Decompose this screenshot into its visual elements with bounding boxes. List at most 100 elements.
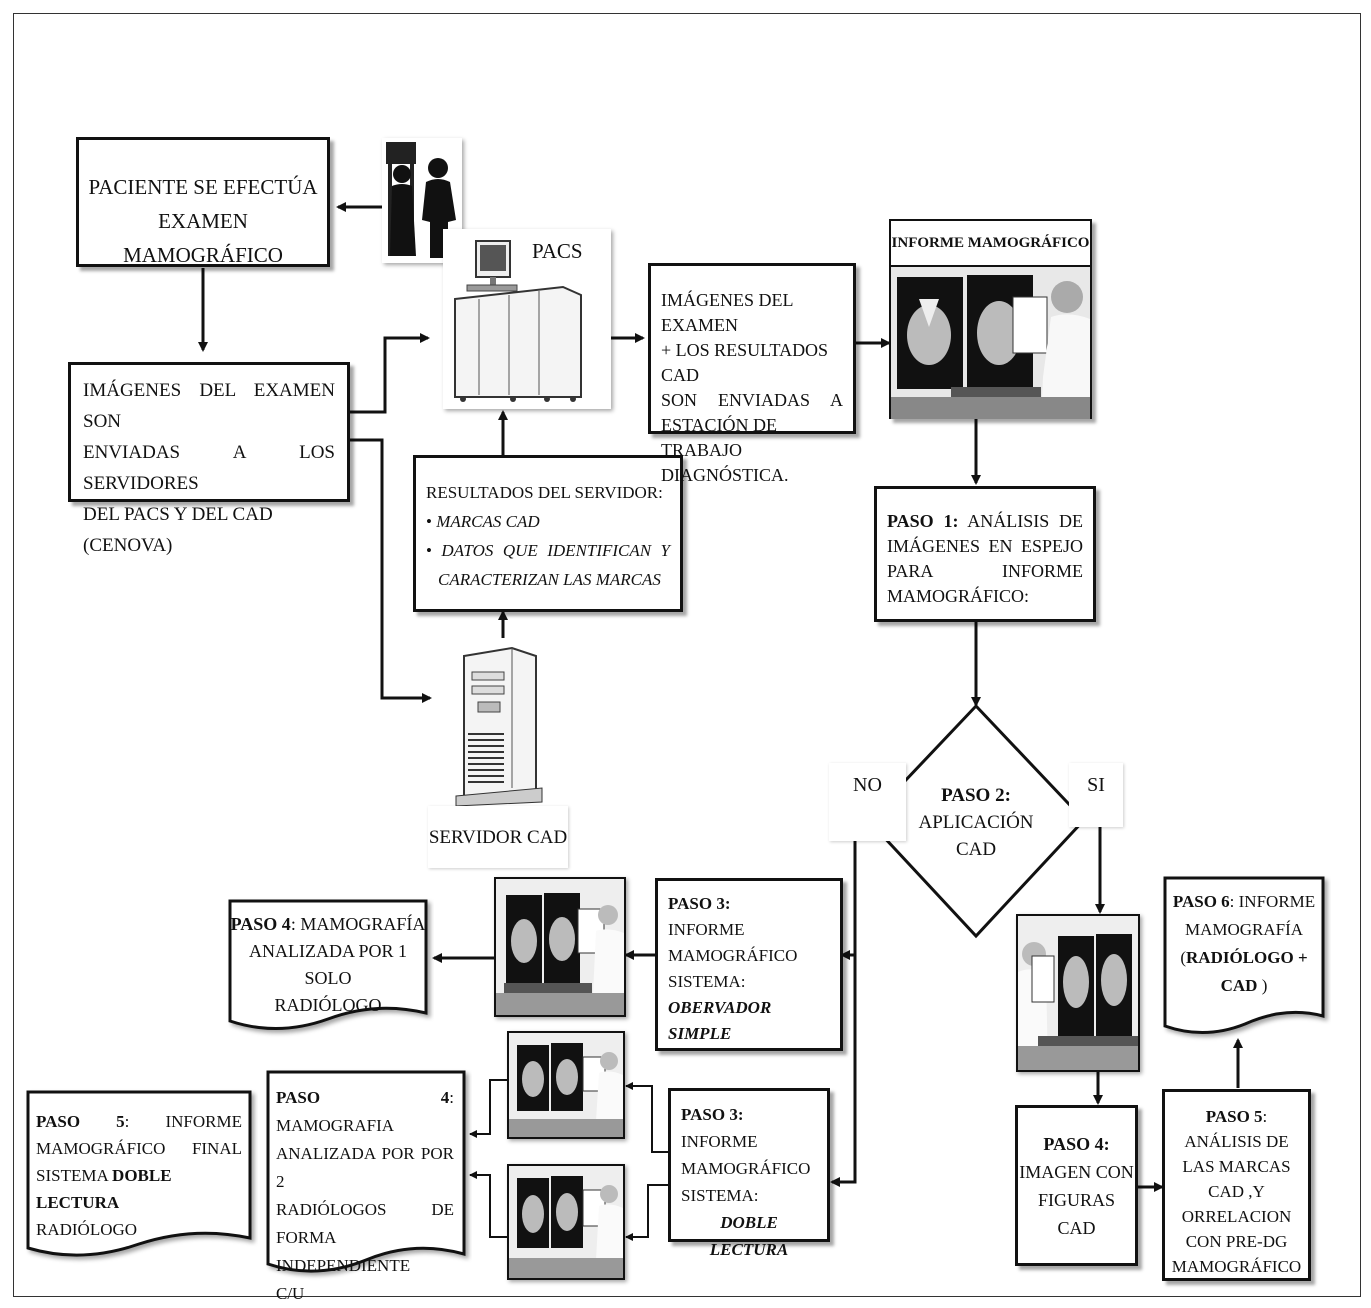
step2-text: PASO 2: APLICACIÓN CAD: [916, 782, 1036, 863]
step3-simple-line2: INFORME: [668, 920, 745, 939]
step3-double-bold: PASO 3:: [681, 1105, 744, 1124]
server-results-box: RESULTADOS DEL SERVIDOR: • MARCAS CAD • …: [413, 455, 683, 612]
arrow-si-branch: [1084, 816, 1105, 914]
report-header: INFORME MAMOGRÁFICO: [891, 221, 1090, 267]
server-results-bullet1: • MARCAS CAD: [426, 512, 540, 531]
step4-simple-rest: : MAMOGRAFÍA: [290, 914, 426, 934]
step4-cad-line2: IMAGEN CON: [1019, 1162, 1134, 1182]
step4-cad-line4: CAD: [1057, 1218, 1096, 1238]
radiologist-photo-double-top: [507, 1031, 625, 1139]
images-sent-line4: (CENOVA): [83, 535, 173, 556]
step3-double-line3: MAMOGRÁFICO: [681, 1159, 811, 1178]
radiologist-photo-simple: [494, 877, 626, 1017]
patient-radiographer-photo: [382, 138, 462, 263]
step4-double-bold: PASO 4: [276, 1088, 450, 1107]
server-results-bullet2-cont-text: CARACTERIZAN LAS MARCAS: [438, 570, 661, 589]
cad-server-picture: [448, 638, 552, 808]
arrow-images-to-pacs: [350, 333, 430, 414]
arrow-double-to-photo-bottom: [625, 1184, 668, 1241]
step5-double-doc: PASO 5: INFORME MAMOGRÁFICO FINAL SISTEM…: [24, 1088, 254, 1266]
step4-double-line2: ANALIZADA POR POR 2: [276, 1144, 454, 1191]
step5-double-bold: PASO 5: [36, 1112, 125, 1131]
server-results-title: RESULTADOS DEL SERVIDOR:: [426, 483, 663, 502]
step3-simple-line4: SISTEMA:: [668, 972, 746, 991]
step6-line2: MAMOGRAFÍA: [1184, 920, 1304, 939]
branch-no-label: NO: [829, 763, 906, 841]
patient-exam-box: PACIENTE SE EFECTÚA EXAMEN MAMOGRÁFICO: [76, 137, 330, 267]
step2-bold: PASO 2:: [941, 785, 1011, 806]
step1-line1: PASO 1: ANÁLISIS DE: [887, 509, 1083, 534]
step5-double-line4: RADIÓLOGO: [36, 1220, 138, 1239]
step6-bold: PASO 6: [1172, 892, 1230, 911]
server-results-bullet2-cont: CARACTERIZAN LAS MARCAS: [426, 565, 670, 594]
images-sent-line2: ENVIADAS A LOS SERVIDORES: [83, 442, 335, 494]
step3-double-system: DOBLE LECTURA: [709, 1213, 789, 1259]
step6-rest: : INFORME: [1229, 892, 1316, 911]
step4-double-line4: FORMA INDEPENDIENTE: [276, 1228, 411, 1275]
server-results-bullet1-text: MARCAS CAD: [436, 512, 540, 531]
step5-cad-line4: ORRELACION: [1181, 1207, 1292, 1226]
step5-cad-line3: CAD ,Y: [1208, 1182, 1265, 1201]
workstation-line3: SON ENVIADAS A: [661, 390, 843, 410]
patient-exam-line1: PACIENTE SE EFECTÚA: [88, 175, 318, 199]
radiologist-photo-double-bottom: [507, 1164, 625, 1280]
arrow-photo-bottom-to-step4: [469, 1171, 507, 1238]
step5-cad-line6: MAMOGRÁFICO: [1171, 1257, 1302, 1276]
report-photo-panel: INFORME MAMOGRÁFICO: [889, 219, 1092, 419]
radiologist-photo-cad: [1016, 914, 1140, 1072]
step6-line3-open: (: [1180, 948, 1187, 967]
branch-si-label: SI: [1069, 763, 1123, 827]
step4-simple-bold: PASO 4: [230, 914, 291, 934]
step5-cad-line2: LAS MARCAS: [1182, 1157, 1291, 1176]
step3-double-line4: SISTEMA:: [681, 1186, 759, 1205]
step4-double-line5: C/U: [276, 1284, 305, 1303]
step1-rest: ANÁLISIS DE: [967, 511, 1083, 531]
step4-double-doc: PASO 4: MAMOGRAFIA ANALIZADA POR POR 2 R…: [264, 1068, 468, 1303]
step1-line4: MAMOGRÁFICO:: [887, 586, 1030, 606]
step2-line3: CAD: [955, 839, 997, 860]
step4-simple-line2: ANALIZADA POR 1 SOLO: [248, 941, 407, 988]
step5-double-line2: MAMOGRÁFICO FINAL: [36, 1139, 242, 1158]
workstation-line2: + LOS RESULTADOS CAD: [661, 340, 829, 385]
step4-cad-line3: FIGURAS: [1037, 1190, 1116, 1210]
images-sent-line3: DEL PACS Y DEL CAD: [83, 504, 273, 525]
step6-doc: PASO 6: INFORME MAMOGRAFÍA (RADIÓLOGO + …: [1161, 874, 1327, 1044]
step4-double-rest: : MAMOGRAFIA: [276, 1088, 454, 1135]
pacs-label: PACS: [532, 239, 583, 263]
step1-line2: IMÁGENES EN ESPEJO: [887, 536, 1083, 556]
step5-double-line3a: SISTEMA: [36, 1166, 113, 1185]
step5-cad-line1: ANÁLISIS DE: [1184, 1132, 1289, 1151]
step5-double-rest: : INFORME: [124, 1112, 242, 1131]
step3-simple-system: OBERVADOR SIMPLE: [668, 998, 772, 1043]
step4-cad-bold: PASO 4:: [1043, 1134, 1110, 1154]
step4-cad-box: PASO 4: IMAGEN CON FIGURAS CAD: [1015, 1105, 1138, 1266]
server-results-bullet2-text: DATOS QUE IDENTIFICAN Y: [441, 541, 670, 560]
arrow-double-to-photo-top: [625, 1082, 668, 1153]
step3-simple-box: PASO 3: INFORME MAMOGRÁFICO SISTEMA: OBE…: [655, 878, 843, 1051]
workstation-box: IMÁGENES DEL EXAMEN + LOS RESULTADOS CAD…: [648, 263, 856, 485]
workstation-line1: IMÁGENES DEL EXAMEN: [661, 290, 793, 335]
step5-double-line3b: DOBLE LECTURA: [36, 1166, 172, 1212]
step5-cad-rest: :: [1262, 1107, 1268, 1126]
workstation-line4: ESTACIÓN DE TRABAJO: [661, 415, 778, 460]
step4-simple-doc: PASO 4: MAMOGRAFÍA ANALIZADA POR 1 SOLO …: [226, 897, 430, 1037]
radiologist-workstation-photo: [891, 267, 1090, 419]
server-cad-label: SERVIDOR CAD: [428, 806, 568, 868]
step1-line3: PARA INFORME: [887, 561, 1083, 581]
step1-box: PASO 1: ANÁLISIS DE IMÁGENES EN ESPEJO P…: [874, 486, 1096, 622]
step3-double-box: PASO 3: INFORME MAMOGRÁFICO SISTEMA: DOB…: [668, 1088, 830, 1259]
step3-simple-line3: MAMOGRÁFICO: [668, 946, 798, 965]
step5-cad-box: PASO 5: ANÁLISIS DE LAS MARCAS CAD ,Y OR…: [1162, 1089, 1311, 1281]
arrow-images-to-server: [350, 438, 432, 703]
step6-line4-bold: CAD: [1220, 976, 1258, 995]
step1-bold: PASO 1:: [887, 511, 959, 531]
step4-simple-line3: RADIÓLOGO: [274, 995, 382, 1015]
workstation-line5: DIAGNÓSTICA.: [661, 465, 789, 485]
step6-line4-close: ): [1257, 976, 1268, 995]
step3-double-line2: INFORME: [681, 1132, 758, 1151]
server-results-bullet2: • DATOS QUE IDENTIFICAN Y: [426, 541, 670, 560]
images-sent-line1: IMÁGENES DEL EXAMEN SON: [83, 380, 335, 432]
step5-cad-bold: PASO 5: [1205, 1107, 1263, 1126]
step4-double-line3: RADIÓLOGOS DE: [276, 1200, 454, 1219]
images-sent-box: IMÁGENES DEL EXAMEN SON ENVIADAS A LOS S…: [68, 362, 350, 556]
